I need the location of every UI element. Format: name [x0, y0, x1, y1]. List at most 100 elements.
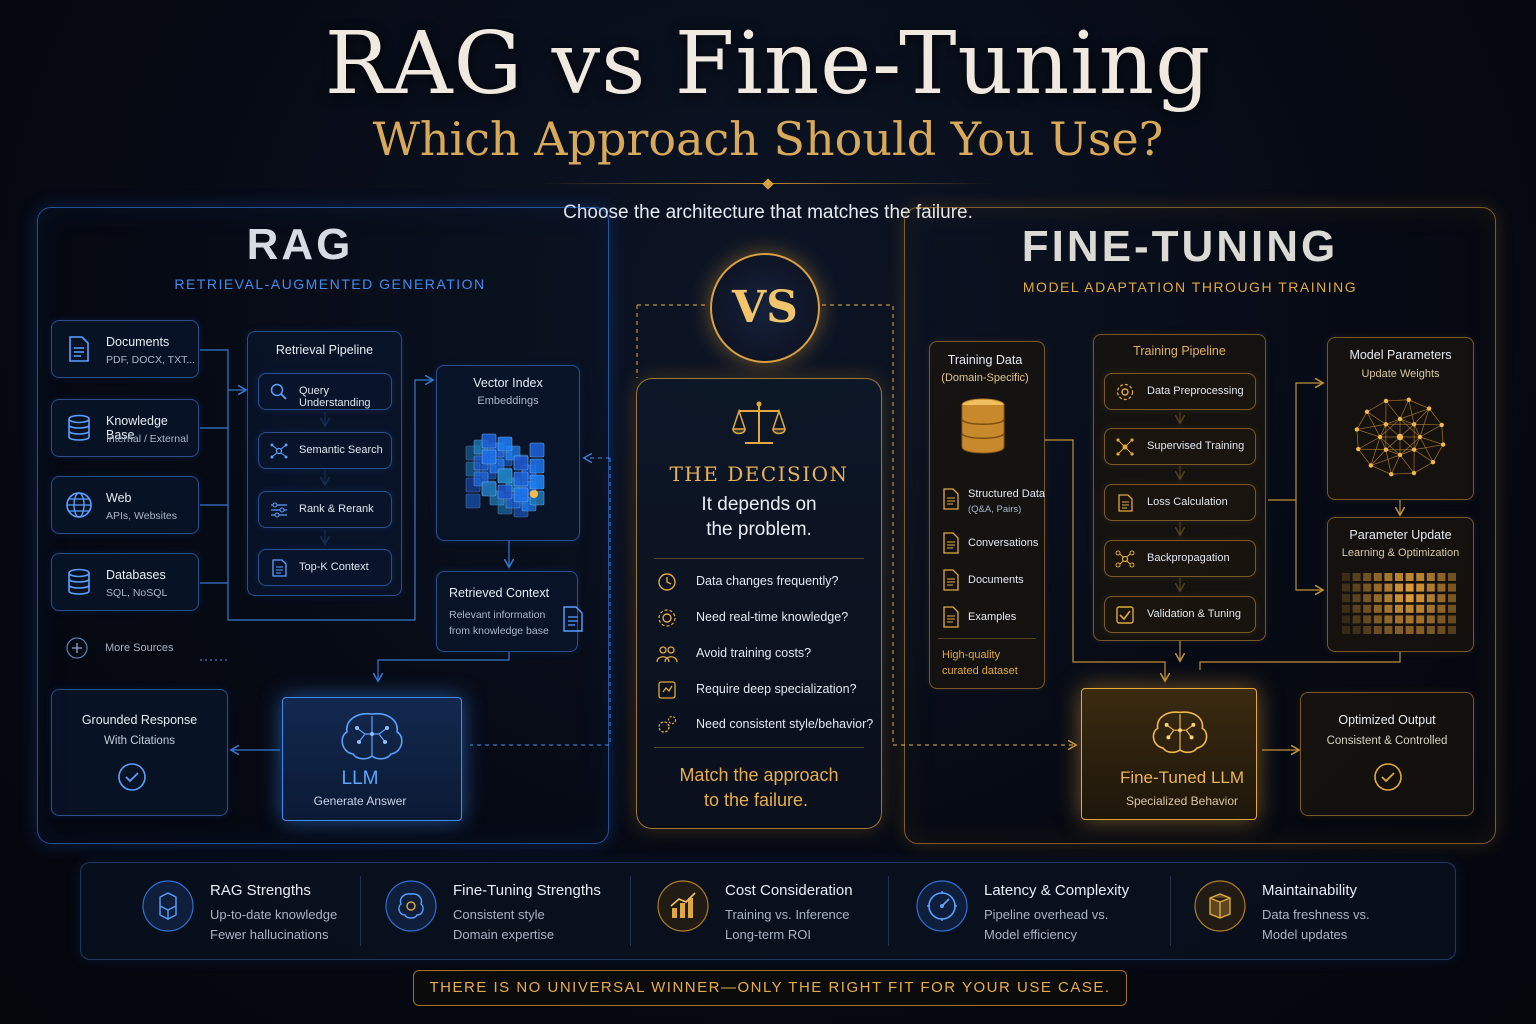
gear-icon [1116, 383, 1134, 401]
document-icon [69, 336, 89, 362]
optimized-output-title: Optimized Output [1338, 713, 1436, 727]
rag-llm-subtitle: Generate Answer [313, 794, 407, 808]
network-icon [270, 443, 288, 459]
feature-separator [360, 876, 361, 946]
training-item-examples: Examples [942, 606, 1042, 630]
finetuning-subtitle: MODEL ADAPTATION THROUGH TRAINING [1022, 279, 1358, 295]
gear-icon [658, 609, 676, 627]
users-icon [656, 646, 678, 663]
finetuned-llm-title: Fine-Tuned LLM [1119, 768, 1245, 787]
rag-title: RAG [246, 220, 354, 269]
document-icon [943, 532, 959, 554]
retrieved-context-title: Retrieved Context [449, 586, 550, 600]
vector-index-subtitle: Embeddings [477, 395, 539, 407]
sliders-icon [271, 502, 287, 518]
grounded-response-subtitle: With Citations [104, 735, 175, 747]
source-knowledge-base: Knowledge Base Internal / External [51, 399, 199, 457]
training-data-note-1: High-quality [942, 649, 1001, 661]
vs-badge: VS [710, 253, 820, 363]
feature-separator [1170, 876, 1171, 946]
feature-finetuning-strengths: Fine-Tuning Strengths Consistent style D… [385, 876, 615, 946]
model-parameters-title: Model Parameters [1349, 348, 1452, 362]
cubes-icon [142, 880, 194, 932]
training-data-note-2: curated dataset [942, 665, 1018, 677]
source-databases: Databases SQL, NoSQL [51, 553, 199, 611]
nodes-icon [1115, 550, 1135, 568]
page-subtitle: Which Approach Should You Use? [372, 112, 1164, 166]
document-icon [943, 606, 959, 628]
network-icon [1116, 438, 1134, 456]
optimized-output-subtitle: Consistent & Controlled [1326, 735, 1448, 747]
retrieved-context [436, 571, 578, 652]
training-item-structured: Structured Data (Q&A, Pairs) [942, 486, 1045, 516]
step-supervised-training: Supervised Training [1104, 428, 1256, 465]
gears-icon [658, 715, 677, 733]
retrieval-pipeline-title: Retrieval Pipeline [275, 343, 374, 357]
vector-index-title: Vector Index [473, 376, 543, 390]
parameter-update-subtitle: Learning & Optimization [1341, 547, 1460, 559]
heatmap-grid-icon [1342, 573, 1456, 634]
more-sources[interactable]: More Sources [65, 636, 205, 662]
step-semantic-search: Semantic Search [258, 432, 392, 469]
decision-line-1: It depends on [701, 494, 817, 515]
globe-icon [66, 492, 92, 518]
plus-icon [66, 637, 88, 659]
step-query-understanding: Query Understanding [258, 373, 392, 410]
feature-rag-strengths: RAG Strengths Up-to-date knowledge Fewer… [142, 876, 352, 946]
feature-separator [630, 876, 631, 946]
step-validation-tuning: Validation & Tuning [1104, 596, 1256, 633]
database-icon [68, 414, 90, 441]
checkbox-icon [1116, 606, 1134, 624]
optimized-output [1300, 692, 1474, 816]
rag-panel [37, 207, 609, 844]
question-row: Require deep specialization? [656, 678, 871, 702]
grounded-response [51, 689, 228, 816]
feature-latency-complexity: Latency & Complexity Pipeline overhead v… [916, 876, 1156, 946]
document-icon [943, 488, 959, 510]
check-circle-icon [118, 763, 146, 791]
page-title: RAG vs Fine-Tuning [324, 14, 1212, 114]
box-icon [1194, 880, 1246, 932]
finetuned-llm-subtitle: Specialized Behavior [1125, 794, 1239, 808]
feature-cost-consideration: Cost Consideration Training vs. Inferenc… [657, 876, 877, 946]
brain-icon [1152, 711, 1208, 754]
document-icon [272, 559, 287, 577]
scales-icon [731, 401, 787, 444]
document-icon [1118, 494, 1133, 512]
feature-maintainability: Maintainability Data freshness vs. Model… [1194, 876, 1414, 946]
decision-card [636, 378, 882, 829]
brain-gear-icon [385, 880, 437, 932]
rag-llm [282, 697, 462, 821]
training-item-conversations: Conversations [942, 532, 1042, 556]
database-icon [961, 398, 1005, 454]
database-icon [68, 568, 90, 595]
training-item-documents: Documents [942, 569, 1042, 593]
cube-grid-icon [465, 433, 545, 518]
question-row: Avoid training costs? [656, 642, 871, 666]
neural-network-icon [1354, 397, 1446, 477]
source-documents: Documents PDF, DOCX, TXT... [51, 320, 199, 378]
finetuned-llm [1081, 688, 1257, 820]
document-icon [943, 569, 959, 591]
feature-separator [888, 876, 889, 946]
rag-subtitle: RETRIEVAL-AUGMENTED GENERATION [174, 276, 486, 292]
training-data-subtitle: (Domain-Specific) [941, 372, 1029, 384]
chip-icon [658, 681, 676, 699]
document-icon [563, 606, 583, 632]
training-data-divider [938, 638, 1036, 639]
parameter-update-title: Parameter Update [1349, 528, 1452, 542]
question-row: Data changes frequently? [656, 570, 871, 594]
decision-divider [654, 558, 864, 559]
question-row: Need real-time knowledge? [656, 606, 871, 630]
conclusion-divider [654, 747, 864, 748]
step-loss-calculation: Loss Calculation [1104, 484, 1256, 521]
rag-llm-title: LLM [341, 768, 379, 789]
grounded-response-title: Grounded Response [81, 713, 198, 727]
bar-chart-icon [657, 880, 709, 932]
step-top-k-context: Top-K Context [258, 549, 392, 586]
search-icon [270, 383, 287, 400]
decision-title: THE DECISION [669, 462, 849, 486]
conclusion-line-1: Match the approach [679, 765, 839, 785]
question-row: Need consistent style/behavior? [656, 713, 873, 737]
brain-icon [341, 712, 403, 760]
